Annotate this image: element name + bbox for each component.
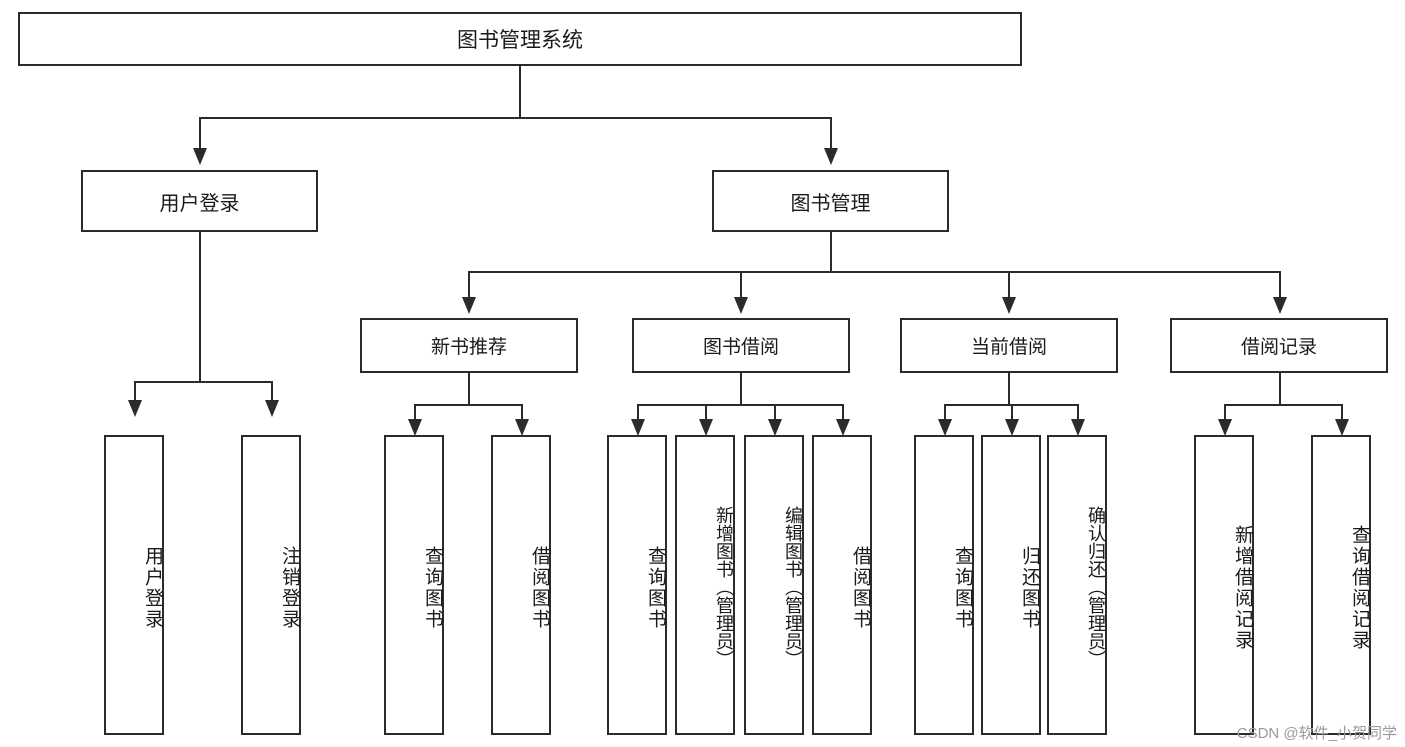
arrowhead-recommend-leaf-1 (408, 419, 422, 436)
connector-root-bus (199, 117, 831, 119)
leaf-current-return-book[interactable]: 归还图书 (981, 435, 1041, 735)
node-user-login[interactable]: 用户登录 (81, 170, 318, 232)
leaf-record-search-record[interactable]: 查询借阅记录 (1311, 435, 1371, 735)
connector-current-drop-2 (1011, 404, 1013, 422)
connector-borrow-bus (637, 404, 843, 406)
arrowhead-to-user-login (193, 148, 207, 165)
connector-record-drop-1 (1224, 404, 1226, 422)
connector-borrow-drop-1 (637, 404, 639, 422)
connector-record-stem (1279, 373, 1281, 405)
leaf-borrow-search-book[interactable]: 查询图书 (607, 435, 667, 735)
node-book-borrow[interactable]: 图书借阅 (632, 318, 850, 373)
connector-record-bus (1224, 404, 1342, 406)
connector-level2-drop-3 (1008, 271, 1010, 299)
arrowhead-current-leaf-3 (1071, 419, 1085, 436)
connector-level2-drop-4 (1279, 271, 1281, 299)
connector-current-drop-1 (944, 404, 946, 422)
leaf-recommend-borrow-book[interactable]: 借阅图书 (491, 435, 551, 735)
arrowhead-borrow-leaf-4 (836, 419, 850, 436)
node-book-management[interactable]: 图书管理 (712, 170, 949, 232)
leaf-current-search-book[interactable]: 查询图书 (914, 435, 974, 735)
connector-recommend-drop-1 (414, 404, 416, 422)
connector-user-login-bus (134, 381, 272, 383)
connector-current-stem (1008, 373, 1010, 405)
arrowhead-to-borrow-record (1273, 297, 1287, 314)
arrowhead-to-new-book-recommend (462, 297, 476, 314)
connector-current-drop-3 (1077, 404, 1079, 422)
arrowhead-to-current-borrow (1002, 297, 1016, 314)
connector-root-stem (519, 66, 521, 118)
connector-level2-drop-1 (468, 271, 470, 299)
arrowhead-to-book-management (824, 148, 838, 165)
arrowhead-user-login-leaf-1 (128, 400, 142, 417)
leaf-user-login-login[interactable]: 用户登录 (104, 435, 164, 735)
connector-user-login-drop-1 (134, 381, 136, 402)
node-current-borrow[interactable]: 当前借阅 (900, 318, 1118, 373)
node-borrow-record[interactable]: 借阅记录 (1170, 318, 1388, 373)
arrowhead-record-leaf-1 (1218, 419, 1232, 436)
connector-level2-bus (468, 271, 1280, 273)
connector-recommend-drop-2 (521, 404, 523, 422)
connector-record-drop-2 (1341, 404, 1343, 422)
connector-borrow-stem (740, 373, 742, 405)
arrowhead-current-leaf-2 (1005, 419, 1019, 436)
arrowhead-borrow-leaf-1 (631, 419, 645, 436)
arrowhead-to-book-borrow (734, 297, 748, 314)
connector-root-drop-left (199, 117, 201, 150)
arrowhead-record-leaf-2 (1335, 419, 1349, 436)
arrowhead-user-login-leaf-2 (265, 400, 279, 417)
leaf-user-login-logout[interactable]: 注销登录 (241, 435, 301, 735)
connector-borrow-drop-3 (774, 404, 776, 422)
leaf-borrow-add-book-admin[interactable]: 新增图书（管理员） (675, 435, 735, 735)
connector-user-login-stem (199, 232, 201, 382)
leaf-record-add-record[interactable]: 新增借阅记录 (1194, 435, 1254, 735)
connector-recommend-stem (468, 373, 470, 405)
leaf-borrow-borrow-book[interactable]: 借阅图书 (812, 435, 872, 735)
connector-root-drop-right (830, 117, 832, 150)
connector-level2-drop-2 (740, 271, 742, 299)
arrowhead-borrow-leaf-3 (768, 419, 782, 436)
connector-book-mgmt-stem (830, 232, 832, 272)
node-new-book-recommend[interactable]: 新书推荐 (360, 318, 578, 373)
arrowhead-recommend-leaf-2 (515, 419, 529, 436)
connector-borrow-drop-4 (842, 404, 844, 422)
node-root-library-system[interactable]: 图书管理系统 (18, 12, 1022, 66)
connector-recommend-bus (414, 404, 522, 406)
connector-borrow-drop-2 (705, 404, 707, 422)
arrowhead-borrow-leaf-2 (699, 419, 713, 436)
connector-user-login-drop-2 (271, 381, 273, 402)
leaf-recommend-search-book[interactable]: 查询图书 (384, 435, 444, 735)
arrowhead-current-leaf-1 (938, 419, 952, 436)
leaf-current-confirm-return-admin[interactable]: 确认归还（管理员） (1047, 435, 1107, 735)
leaf-borrow-edit-book-admin[interactable]: 编辑图书（管理员） (744, 435, 804, 735)
